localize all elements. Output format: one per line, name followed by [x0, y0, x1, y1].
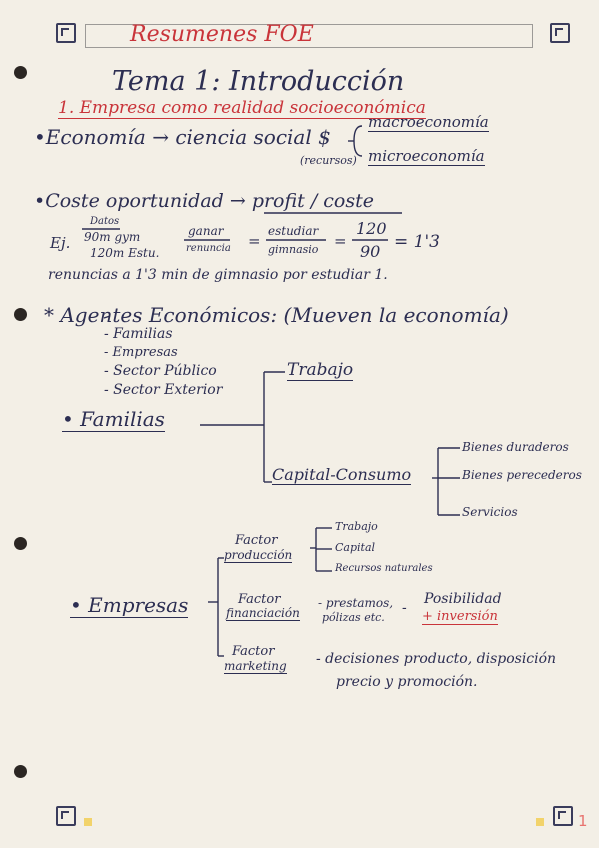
equals-2: =: [334, 232, 347, 250]
micro-label: microeconomía: [368, 147, 485, 166]
factor-produccion-2: producción: [224, 548, 293, 563]
macro-label: macroeconomía: [368, 113, 489, 132]
renuncia-label: renuncia: [186, 243, 231, 254]
bien-duraderos: Bienes duraderos: [462, 440, 569, 454]
page-header-title: Resumenes FOE: [130, 22, 314, 47]
binder-hole: [14, 537, 27, 550]
economia-line: •Economía → ciencia social $: [34, 125, 331, 149]
factor-produccion-1: Factor: [235, 533, 278, 548]
marketing-decisiones: - decisiones producto, disposición: [316, 651, 557, 667]
binder-hole: [14, 308, 27, 321]
fin-prestamos: - prestamos,: [318, 596, 394, 610]
estu-value: 120m Estu.: [90, 246, 160, 260]
inversion-label: + inversión: [422, 609, 498, 625]
empresas-label: • Empresas: [70, 593, 189, 618]
corner-square-icon-bottom-left: [56, 806, 76, 826]
fraction-numerator: 120: [356, 219, 387, 238]
binder-hole: [14, 66, 27, 79]
yellow-marker: [84, 818, 92, 826]
section-subtitle: 1. Empresa como realidad socioeconómica: [58, 98, 426, 119]
ratio-result: = 1'3: [394, 232, 440, 252]
agente-sector-publico: - Sector Público: [104, 363, 217, 379]
coste-title: •Coste oportunidad → profit / coste: [34, 190, 374, 212]
prod-recursos: Recursos naturales: [335, 563, 433, 574]
datos-label: Datos: [90, 216, 120, 227]
factor-financiacion-2: financiación: [226, 606, 300, 621]
equals-1: =: [248, 232, 261, 250]
ganar-label: ganar: [188, 224, 224, 238]
agente-sector-exterior: - Sector Exterior: [104, 382, 223, 398]
corner-square-icon-top-left: [56, 23, 76, 43]
prod-trabajo: Trabajo: [335, 520, 378, 533]
bien-servicios: Servicios: [462, 505, 518, 519]
header-box: [85, 24, 533, 48]
page-number: 1: [578, 812, 588, 830]
fraction-denominator: 90: [360, 242, 381, 261]
posibilidad-label: Posibilidad: [424, 591, 502, 607]
factor-marketing-1: Factor: [232, 644, 275, 659]
recursos-note: (recursos): [300, 154, 357, 167]
fin-dash: -: [402, 600, 407, 616]
gym-value: 90m gym: [84, 230, 141, 244]
corner-square-icon-top-right: [550, 23, 570, 43]
familias-capital-consumo: Capital-Consumo: [272, 465, 412, 485]
familias-trabajo: Trabajo: [287, 360, 354, 381]
marketing-precio: precio y promoción.: [336, 674, 478, 690]
agentes-title: * Agentes Económicos: (Mueven la economí…: [44, 303, 509, 327]
ej-label: Ej.: [50, 234, 71, 252]
estudiar-label: estudiar: [268, 224, 319, 238]
gimnasio-label: gimnasio: [268, 243, 319, 256]
agente-familias: - Familias: [104, 326, 173, 342]
yellow-marker: [536, 818, 544, 826]
factor-marketing-2: marketing: [224, 659, 287, 674]
familias-label: • Familias: [62, 407, 165, 432]
fin-polizas: pólizas etc.: [322, 611, 385, 624]
bien-perecederos: Bienes perecederos: [462, 468, 582, 482]
topic-title: Tema 1: Introducción: [112, 66, 405, 97]
factor-financiacion-1: Factor: [238, 592, 281, 607]
agente-empresas: - Empresas: [104, 345, 178, 360]
corner-square-icon-bottom-right: [553, 806, 573, 826]
binder-hole: [14, 765, 27, 778]
coste-conclusion: renuncias a 1'3 min de gimnasio por estu…: [48, 267, 388, 283]
prod-capital: Capital: [335, 541, 376, 554]
